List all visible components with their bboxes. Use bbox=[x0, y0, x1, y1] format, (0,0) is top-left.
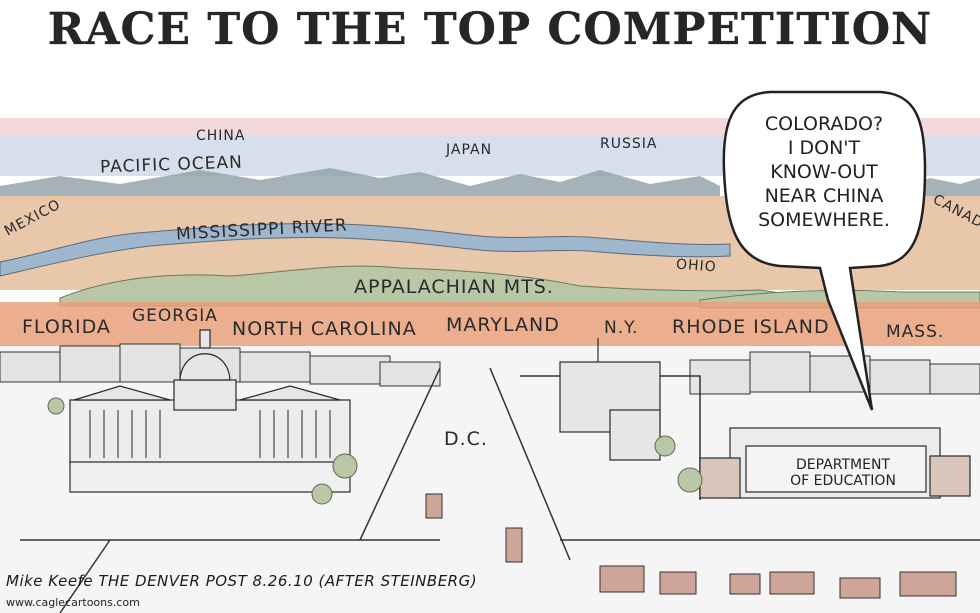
department-sign: DEPARTMENT OF EDUCATION bbox=[758, 457, 928, 489]
label-appalachian-mts: APPALACHIAN MTS. bbox=[354, 276, 554, 298]
label-ny: N.Y. bbox=[604, 318, 639, 338]
cars bbox=[425, 493, 957, 599]
bubble-line: NEAR CHINA bbox=[764, 185, 884, 207]
row-buildings-right bbox=[689, 351, 980, 395]
middle-building bbox=[559, 338, 661, 461]
speech-bubble-text: COLORADO? I DON'T KNOW-OUT NEAR CHINA SO… bbox=[736, 112, 912, 232]
trees bbox=[47, 397, 703, 505]
department-sign-line: DEPARTMENT bbox=[796, 457, 890, 473]
row-buildings-left bbox=[0, 343, 441, 387]
label-china: CHINA bbox=[196, 128, 246, 144]
bubble-line: COLORADO? bbox=[764, 113, 884, 135]
bubble-line: SOMEWHERE. bbox=[758, 209, 890, 231]
label-georgia: GEORGIA bbox=[132, 306, 218, 326]
capitol-columns bbox=[89, 410, 331, 458]
website-credit: www.caglecartoons.com bbox=[6, 596, 140, 609]
bubble-line: KNOW-OUT bbox=[770, 161, 878, 183]
cartoon-title: RACE TO THE TOP COMPETITION bbox=[47, 4, 933, 55]
western-mountains bbox=[0, 168, 720, 200]
label-dc: D.C. bbox=[444, 428, 488, 450]
label-japan: JAPAN bbox=[446, 142, 493, 158]
department-sign-line: OF EDUCATION bbox=[790, 473, 896, 489]
east-coast-band bbox=[0, 302, 980, 348]
mississippi-river bbox=[0, 222, 731, 277]
label-florida: FLORIDA bbox=[22, 316, 111, 338]
label-rhode-island: RHODE ISLAND bbox=[672, 316, 830, 338]
capitol-building bbox=[69, 329, 351, 493]
label-russia: RUSSIA bbox=[600, 136, 658, 152]
department-of-education-building bbox=[699, 427, 971, 499]
label-maryland: MARYLAND bbox=[446, 314, 560, 336]
speech-bubble bbox=[722, 90, 927, 411]
label-ohio: OHIO bbox=[675, 256, 718, 276]
bubble-line: I DON'T bbox=[787, 137, 861, 159]
label-mass: MASS. bbox=[886, 322, 945, 342]
label-north-carolina: NORTH CAROLINA bbox=[232, 318, 417, 340]
artist-credit: Mike Keefe THE DENVER POST 8.26.10 (AFTE… bbox=[6, 572, 478, 590]
appalachian-mountains bbox=[59, 265, 801, 307]
